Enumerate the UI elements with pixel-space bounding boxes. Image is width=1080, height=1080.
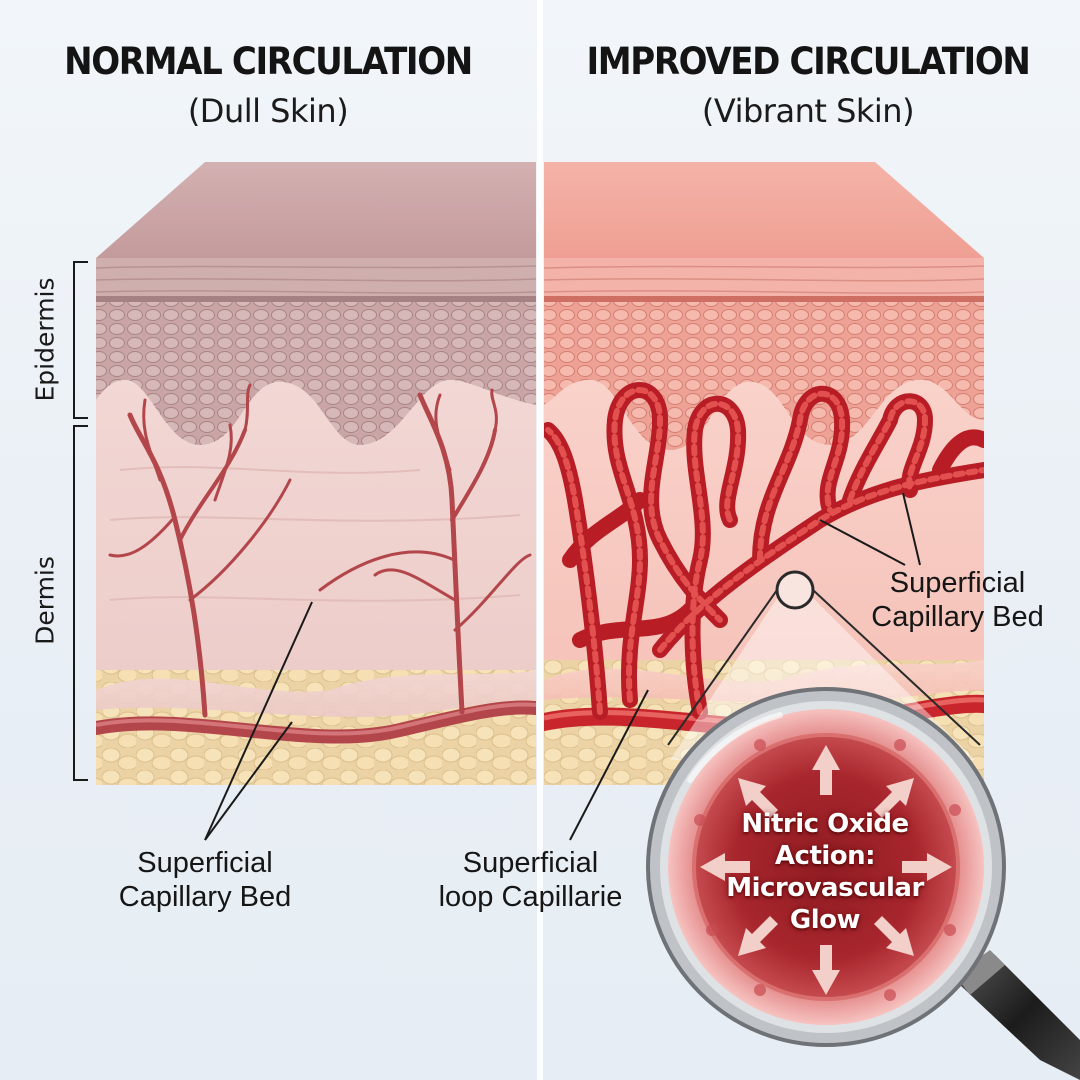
right-panel-title: IMPROVED CIRCULATION xyxy=(569,40,1047,83)
left-panel-title: NORMAL CIRCULATION xyxy=(29,40,507,83)
dull-skin-block xyxy=(74,162,536,785)
right-capillary-callout: Superficial Capillary Bed xyxy=(860,566,1055,634)
callout-line: loop Capillarie xyxy=(428,880,633,914)
magnifier-line: Action: xyxy=(715,840,935,872)
dermis-bracket xyxy=(74,426,88,780)
epidermis-bracket xyxy=(74,262,88,418)
magnifier-target-circle xyxy=(777,572,813,608)
panel-divider xyxy=(537,0,543,1080)
callout-line: Superficial xyxy=(860,566,1055,600)
loop-capillaries-callout: Superficial loop Capillarie xyxy=(428,846,633,914)
magnifier-line: Nitric Oxide xyxy=(715,808,935,840)
nitric-oxide-label: Nitric Oxide Action: Microvascular Glow xyxy=(715,808,935,936)
callout-line: Capillary Bed xyxy=(860,600,1055,634)
left-panel-subtitle: (Dull Skin) xyxy=(8,92,528,130)
dermis-label: Dermis xyxy=(31,546,60,656)
callout-line: Capillary Bed xyxy=(95,880,315,914)
callout-line: Superficial xyxy=(95,846,315,880)
callout-line: Superficial xyxy=(428,846,633,880)
magnifier-line: Microvascular xyxy=(715,872,935,904)
right-panel-subtitle: (Vibrant Skin) xyxy=(548,92,1068,130)
epidermis-label: Epidermis xyxy=(31,292,60,402)
left-capillary-callout: Superficial Capillary Bed xyxy=(95,846,315,914)
magnifier-line: Glow xyxy=(715,904,935,936)
